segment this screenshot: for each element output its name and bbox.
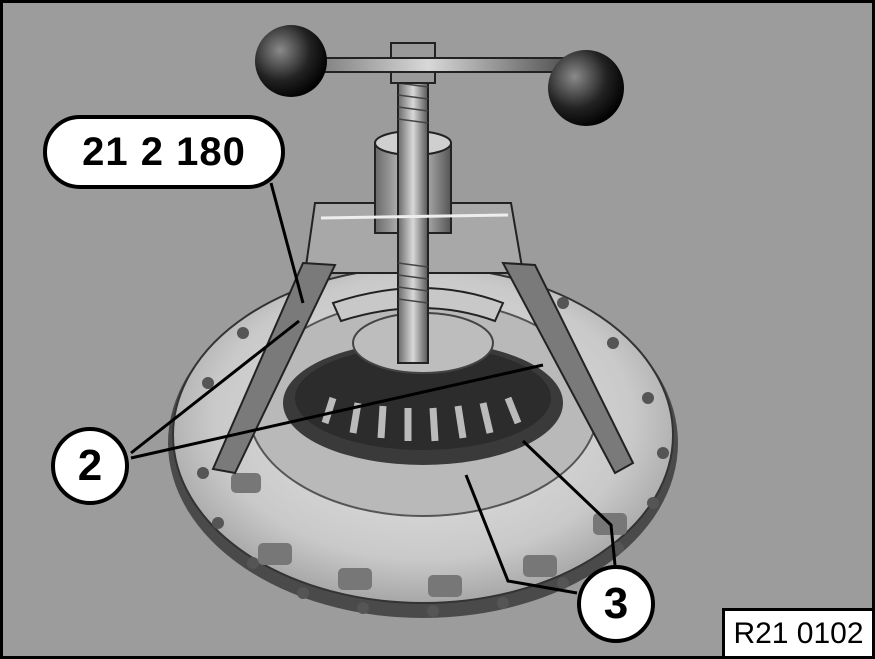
right-knob	[548, 50, 624, 126]
figure-reference: R21 0102	[722, 608, 872, 656]
pressure-plate	[168, 266, 678, 618]
callout-2: 2	[51, 427, 129, 505]
clutch-compressor-tool-icon	[130, 25, 678, 618]
leader-lines	[130, 182, 617, 595]
tool-number-label: 21 2 180	[43, 115, 285, 189]
callout-3: 3	[577, 565, 655, 643]
left-knob	[255, 25, 327, 97]
tool-body	[211, 42, 635, 475]
